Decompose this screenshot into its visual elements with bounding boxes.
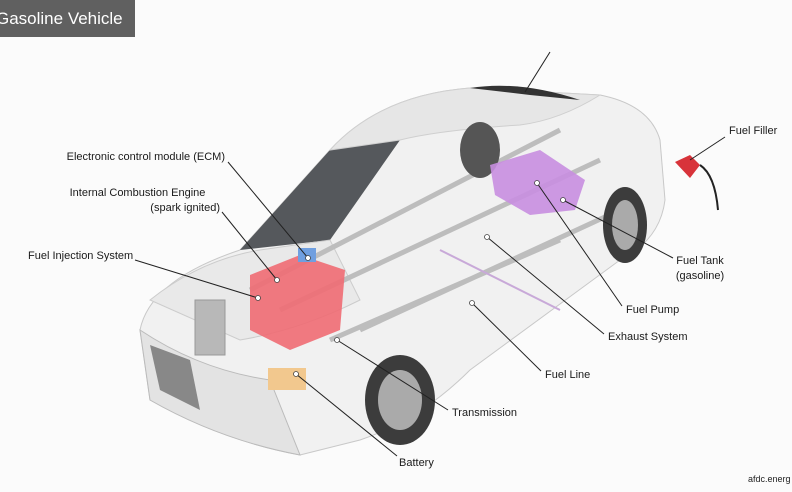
leader-dot xyxy=(255,295,261,301)
leader-dot xyxy=(274,277,280,283)
leader-line-fuel-line xyxy=(471,302,542,372)
fuel-line-pipe xyxy=(439,249,561,311)
rear-wheel-rim xyxy=(612,200,638,250)
far-rear-wheel xyxy=(460,122,500,178)
leader-dot xyxy=(305,255,311,261)
label-fuel-tank-line2: (gasoline) xyxy=(675,270,725,282)
label-battery: Battery xyxy=(399,457,434,469)
frame-rails xyxy=(248,127,622,343)
leader-dot xyxy=(293,371,299,377)
leader-line-engine xyxy=(221,211,278,281)
source-credit: afdc.energ xyxy=(748,474,791,484)
label-transmission: Transmission xyxy=(452,407,517,419)
label-fuel-filler: Fuel Filler xyxy=(729,125,778,137)
grille xyxy=(150,345,200,410)
leader-dot xyxy=(334,337,340,343)
leader-dot xyxy=(484,234,490,240)
leader-lines xyxy=(134,51,726,457)
label-ecm: Electronic control module (ECM) xyxy=(66,151,225,163)
label-fuel-tank: Fuel Tank (gasoline) xyxy=(672,254,728,284)
label-engine-line2: (spark ignited) xyxy=(150,202,220,214)
leader-line-exhaust xyxy=(486,236,605,335)
engine xyxy=(250,255,345,350)
front-wheel-rim xyxy=(378,370,422,430)
leader-line-fuel-pump xyxy=(536,182,623,307)
label-exhaust: Exhaust System xyxy=(608,331,688,343)
label-engine: Internal Combustion Engine (spark ignite… xyxy=(50,186,225,216)
label-engine-line1: Internal Combustion Engine xyxy=(69,187,206,199)
leader-line-ecm xyxy=(227,161,309,259)
rear-spoiler xyxy=(470,85,580,100)
battery xyxy=(268,368,306,390)
fuel-hose xyxy=(699,164,719,211)
label-fuel-injection: Fuel Injection System xyxy=(28,250,134,262)
leader-dot xyxy=(469,300,475,306)
label-fuel-line: Fuel Line xyxy=(545,369,591,381)
leader-line-roof xyxy=(524,51,551,93)
leader-dot xyxy=(560,197,566,203)
leader-line-fuel-tank xyxy=(562,199,674,259)
roof xyxy=(328,87,602,151)
leader-dots xyxy=(255,180,566,377)
label-fuel-pump: Fuel Pump xyxy=(626,304,680,316)
radiator xyxy=(194,299,226,356)
leader-line-battery xyxy=(295,373,398,457)
leader-line-fuel-injection xyxy=(134,259,259,299)
leader-line-fuel-filler xyxy=(689,136,726,161)
label-fuel-tank-line1: Fuel Tank xyxy=(676,255,724,267)
diagram-title: Gasoline Vehicle xyxy=(0,0,135,37)
leader-line-transmission xyxy=(336,339,449,411)
windshield xyxy=(240,138,400,250)
fuel-nozzle xyxy=(675,155,700,178)
leader-dot xyxy=(534,180,540,186)
